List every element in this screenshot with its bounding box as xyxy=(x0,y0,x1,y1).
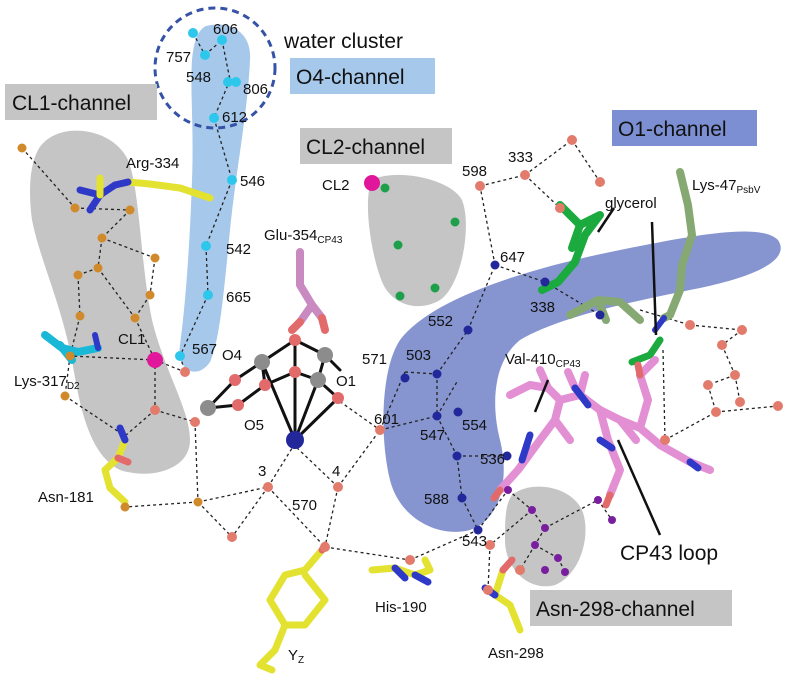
glycerol-label: glycerol xyxy=(605,195,657,212)
cl2-atom-label: CL2 xyxy=(322,177,350,194)
cp43-loop-oxygens xyxy=(490,361,644,509)
water-label: 552 xyxy=(428,313,453,330)
asn298-label-bg xyxy=(530,590,732,626)
water-label: 598 xyxy=(462,163,487,180)
water-label: 548 xyxy=(186,69,211,86)
lys47-label: Lys-47PsbV xyxy=(692,177,761,196)
o4-channel-label: O4-channel xyxy=(296,66,405,89)
o5-atom-label: O5 xyxy=(244,417,264,434)
asn298-label: Asn-298 xyxy=(488,645,544,662)
asn298-residue xyxy=(481,556,524,634)
green-connector xyxy=(628,336,664,366)
water-labels: 606 757 548 806 612 546 542 665 567 571 … xyxy=(166,21,555,550)
o4-label-bg xyxy=(290,58,435,94)
water-label: 542 xyxy=(226,241,251,258)
water-label: 757 xyxy=(166,49,191,66)
o4-atom-label: O4 xyxy=(222,347,242,364)
o1-label-bg xyxy=(612,110,757,146)
water-label: 547 xyxy=(420,427,445,444)
channel-regions xyxy=(30,24,781,587)
water-label: 601 xyxy=(374,411,399,428)
water-label: 3 xyxy=(258,463,266,480)
water-label: 554 xyxy=(462,417,487,434)
water-label: 333 xyxy=(508,149,533,166)
water-label: 4 xyxy=(332,463,340,480)
glu354-residue xyxy=(288,248,329,334)
cyan-waters xyxy=(175,28,241,361)
water-label: 665 xyxy=(226,289,251,306)
oxo-atom xyxy=(229,374,241,386)
cp43-loop-label: CP43 loop xyxy=(620,542,718,565)
oxo-atom xyxy=(259,379,271,391)
cl2-label-bg xyxy=(300,128,452,164)
water-label: 536 xyxy=(480,451,505,468)
cl2-channel-label: CL2-channel xyxy=(306,136,425,159)
water-cluster-label: water cluster xyxy=(283,30,403,53)
cl1-channel-region xyxy=(30,130,190,474)
asn181-label: Asn-181 xyxy=(38,489,94,506)
oxo-atom xyxy=(332,392,344,404)
val410-green-part xyxy=(566,296,644,324)
oxo-atom xyxy=(232,399,244,411)
asn181-residue xyxy=(101,424,132,506)
glu354-label: Glu-354CP43 xyxy=(264,227,343,246)
his190-label: His-190 xyxy=(375,599,427,616)
atom-labels: CL1 CL2 O1 O4 O5 xyxy=(118,177,356,434)
o4-channel-region xyxy=(179,24,251,372)
mn-atom xyxy=(317,347,333,363)
arg334-label: Arg-334 xyxy=(126,155,179,172)
water-label: 543 xyxy=(462,533,487,550)
lys317-label: Lys-317D2 xyxy=(14,373,80,392)
arg334-residue xyxy=(76,174,214,214)
calcium-atom xyxy=(286,431,304,449)
cl2-channel-region xyxy=(367,174,466,307)
water-cluster-circle xyxy=(153,6,277,130)
val410-label: Val-410CP43 xyxy=(505,351,581,370)
glycerol-molecule xyxy=(538,201,604,294)
atoms xyxy=(17,28,783,595)
asn298-channel-label: Asn-298-channel xyxy=(536,598,695,621)
oxo-atom xyxy=(289,334,301,346)
mn-atom xyxy=(310,372,326,388)
water-label: 546 xyxy=(240,173,265,190)
mn-atom xyxy=(200,400,216,416)
water-label: 606 xyxy=(213,21,238,38)
yz-label: YZ xyxy=(288,647,304,666)
oxo-atom xyxy=(289,366,301,378)
leader-lines xyxy=(533,207,662,536)
purple-waters xyxy=(504,486,616,576)
cp43-loop xyxy=(496,356,714,499)
channel-labels: CL1-channel O4-channel CL2-channel O1-ch… xyxy=(5,30,757,626)
water-label: 588 xyxy=(424,491,449,508)
orange-waters xyxy=(17,143,203,512)
water-label: 806 xyxy=(243,81,268,98)
o1-channel-region xyxy=(383,231,781,532)
cl1-label-bg xyxy=(5,84,157,120)
green-waters xyxy=(380,183,460,301)
blue-waters xyxy=(400,260,605,535)
cl1-atom-label: CL1 xyxy=(118,331,146,348)
cl2-atom xyxy=(364,175,380,191)
his190-residue xyxy=(368,556,434,586)
cl1-channel-label: CL1-channel xyxy=(12,92,131,115)
water-label: 338 xyxy=(530,299,555,316)
water-label: 571 xyxy=(362,351,387,368)
cl1-atom xyxy=(147,352,163,368)
water-label: 567 xyxy=(192,341,217,358)
o1-atom-label: O1 xyxy=(336,373,356,390)
water-label: 570 xyxy=(292,497,317,514)
cp43-loop-nitrogens xyxy=(518,384,702,472)
residue-labels: Arg-334 Glu-354CP43 Lys-317D2 Asn-181 Hi… xyxy=(14,155,761,666)
mn-atom xyxy=(254,354,270,370)
water-label: 503 xyxy=(406,347,431,364)
water-label: 647 xyxy=(500,249,525,266)
red-waters xyxy=(150,135,783,595)
water-label: 612 xyxy=(222,109,247,126)
o1-channel-label: O1-channel xyxy=(618,118,727,141)
